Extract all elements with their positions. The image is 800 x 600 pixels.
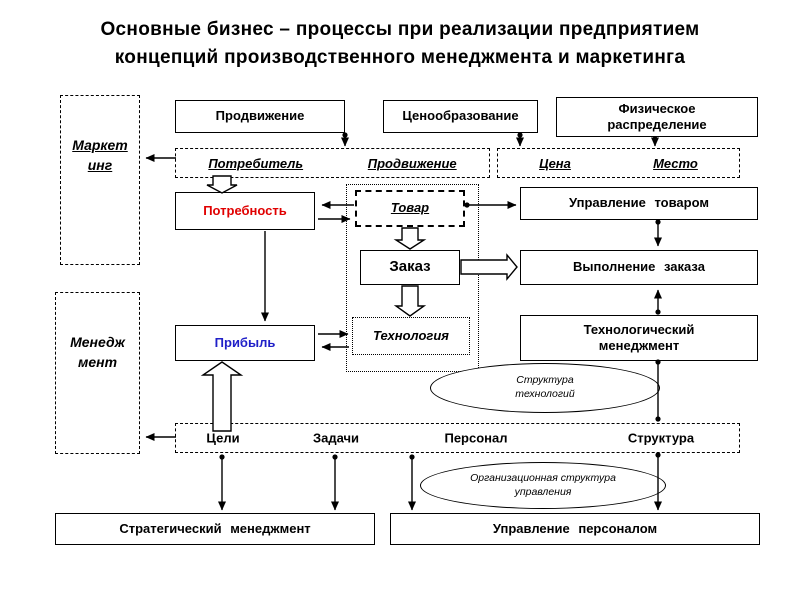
- diagram-title: Основные бизнес – процессы при реализаци…: [40, 16, 760, 71]
- mix-consumer-label: Потребитель: [208, 155, 304, 171]
- tech-structure-line1: Структура: [516, 374, 574, 387]
- box-order: Заказ: [360, 250, 460, 285]
- marketing-mix-band-left: Потребитель Продвижение: [175, 148, 490, 178]
- management-band: Цели Задачи Персонал Структура: [175, 423, 740, 453]
- band-goals-label: Цели: [206, 430, 240, 446]
- org-structure-line1: Организационная структура: [470, 471, 616, 484]
- box-physical-distribution: Физическое распределение: [556, 97, 758, 137]
- box-technology: Технология: [352, 317, 470, 355]
- block-arrow-up-to-profit: [200, 361, 244, 432]
- box-profit: Прибыль: [175, 325, 315, 361]
- box-hr-management: Управление персоналом: [390, 513, 760, 545]
- box-strategic-management: Стратегический менеджмент: [55, 513, 375, 545]
- org-structure-line2: управления: [514, 485, 572, 498]
- box-pricing: Ценообразование: [383, 100, 538, 133]
- management-label-line1: Менедж: [70, 334, 125, 350]
- band-tasks-label: Задачи: [312, 430, 360, 446]
- marketing-mix-band-right: Цена Место: [497, 148, 740, 178]
- box-order-fulfillment: Выполнение заказа: [520, 250, 758, 285]
- title-line-2: концепций производственного менеджмента …: [114, 46, 686, 68]
- tech-mgmt-line1: Технологический: [583, 321, 695, 337]
- title-line-1: Основные бизнес – процессы при реализаци…: [100, 19, 700, 40]
- box-product: Товар: [355, 190, 465, 227]
- tech-mgmt-line2: менеджмент: [598, 338, 680, 353]
- mix-price-label: Цена: [539, 155, 571, 171]
- mix-promotion-label: Продвижение: [367, 155, 457, 171]
- box-technology-management: Технологический менеджмент: [520, 315, 758, 361]
- management-section-frame: Менедж мент: [55, 292, 140, 454]
- distribution-line1: Физическое: [618, 100, 696, 116]
- management-section-label: Менедж мент: [56, 333, 139, 372]
- ellipse-technology-structure: Структура технологий: [430, 363, 660, 413]
- marketing-section-label: Маркет инг: [61, 136, 139, 175]
- management-label-line2: мент: [77, 353, 118, 370]
- ellipse-org-structure: Организационная структура управления: [420, 462, 666, 509]
- distribution-line2: распределение: [607, 117, 707, 132]
- marketing-label-line2: инг: [87, 156, 113, 173]
- block-arrow-consumer-to-need: [206, 175, 238, 194]
- band-structure-label: Структура: [627, 430, 695, 446]
- box-promotion: Продвижение: [175, 100, 345, 133]
- marketing-label-line1: Маркет: [72, 137, 128, 153]
- box-product-management: Управление товаром: [520, 187, 758, 220]
- band-personnel-label: Персонал: [444, 430, 508, 446]
- mix-place-label: Место: [653, 155, 698, 171]
- marketing-section-frame: Маркет инг: [60, 95, 140, 265]
- tech-structure-line2: технологий: [515, 388, 575, 400]
- box-need: Потребность: [175, 192, 315, 230]
